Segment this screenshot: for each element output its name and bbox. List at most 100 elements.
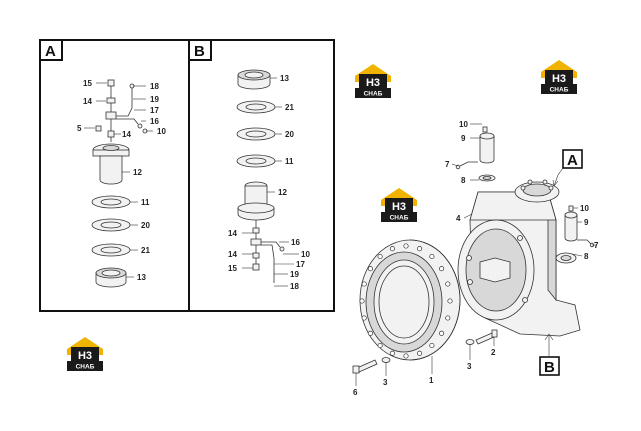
panel-b-gasket-21 [236,100,276,114]
label-a-11: 11 [141,198,150,207]
label-main-7-right: 7 [594,241,599,250]
bolt-hole [447,298,453,304]
brand-logo-mark: H3 [552,73,566,85]
main-assembly: A B 10 9 7 8 4 10 9 7 8 6 3 1 3 2 [352,120,599,397]
panel-a-bearing-13 [95,267,127,288]
housing [457,179,581,337]
label-b-15: 15 [228,264,237,273]
bolt-hole [377,342,383,349]
label-b-17: 17 [296,260,305,269]
label-a-16: 16 [150,117,159,126]
label-a-19: 19 [150,95,159,104]
panel-b-gasket-20 [236,127,276,141]
flange-bolt-holes [359,243,453,359]
label-main-3-left: 3 [383,378,388,387]
main-leaders [355,123,597,386]
top-fitting-set [455,126,496,182]
label-b-14-bottom: 14 [228,250,237,259]
bolt-hole [377,253,383,260]
flange-ring [359,239,461,361]
panel-b-cylinder [237,181,275,221]
panel-b-letter: B [194,43,205,60]
label-a-18: 18 [150,82,159,91]
label-b-14-top: 14 [228,229,237,238]
label-b-21: 21 [285,103,294,112]
label-main-3-right: 3 [467,362,472,371]
label-b-10: 10 [301,250,310,259]
brand-logo-text: CHAБ [550,87,569,94]
callout-b: B [539,356,560,376]
brand-logo-text: CHAБ [76,364,95,371]
label-b-12: 12 [278,188,287,197]
panel-a-cylinder [92,143,130,185]
label-b-11: 11 [285,157,294,166]
bolt-hole [439,266,445,272]
bolt-hole [403,243,409,249]
bolt-hole [429,253,435,260]
bolts [352,329,498,374]
label-a-21: 21 [141,246,150,255]
bolt-hole [429,342,435,349]
label-a-12: 12 [133,168,142,177]
label-main-9-right: 9 [584,218,589,227]
label-main-4: 4 [456,214,461,223]
bolt-hole [389,350,395,356]
callout-b-letter: B [544,359,555,376]
bolt-hole [445,281,451,287]
panel-b-fittings [250,220,285,283]
label-a-13: 13 [137,273,146,282]
brand-logo-mark: H3 [366,77,380,89]
label-b-18: 18 [290,282,299,291]
panel-a-gasket-20 [91,218,131,232]
panel-a-fittings [95,79,148,142]
bolt-hole [367,266,373,272]
label-a-14-top: 14 [83,97,92,106]
label-main-8-right: 8 [584,252,589,261]
bolt-hole [417,246,423,252]
panel-b: B [188,39,335,312]
label-b-20: 20 [285,130,294,139]
panel-a: A [39,39,191,312]
callout-a: A [562,149,583,169]
label-main-1: 1 [429,376,434,385]
panel-a-gasket-21 [91,243,131,257]
panel-a-labels: 15 14 5 14 18 19 17 16 10 12 11 20 21 13 [77,79,166,282]
label-b-16: 16 [291,238,300,247]
label-main-9-top: 9 [461,134,466,143]
label-a-5: 5 [77,124,82,133]
panel-b-labels: 13 21 20 11 12 14 14 15 16 10 17 19 18 [228,74,310,291]
bolt-hole [361,315,367,321]
callout-a-letter: A [567,152,578,169]
panel-b-bearing-13 [237,69,271,90]
main-labels: 10 9 7 8 4 10 9 7 8 6 3 1 3 2 [353,120,599,397]
bolt-hole [445,315,451,321]
brand-logo-mark: H3 [392,201,406,213]
label-main-2: 2 [491,348,496,357]
label-a-14-bottom: 14 [122,130,131,139]
bolt-hole [359,298,365,304]
label-a-20: 20 [141,221,150,230]
label-b-13: 13 [280,74,289,83]
label-main-8-top: 8 [461,176,466,185]
bolt-hole [389,246,395,252]
label-a-17: 17 [150,106,159,115]
label-a-15: 15 [83,79,92,88]
brand-logo-text: CHAБ [390,215,409,222]
brand-logo-text: CHAБ [364,91,383,98]
panel-a-gasket-11 [91,195,131,209]
panel-a-leaders [84,82,153,278]
label-b-19: 19 [290,270,299,279]
bolt-hole [403,353,409,359]
panel-b-gasket-11 [236,154,276,168]
bolt-hole [367,330,373,336]
label-main-10-right: 10 [580,204,589,213]
label-main-10-top: 10 [459,120,468,129]
bolt-hole [361,281,367,287]
panel-a-letter: A [45,43,56,60]
